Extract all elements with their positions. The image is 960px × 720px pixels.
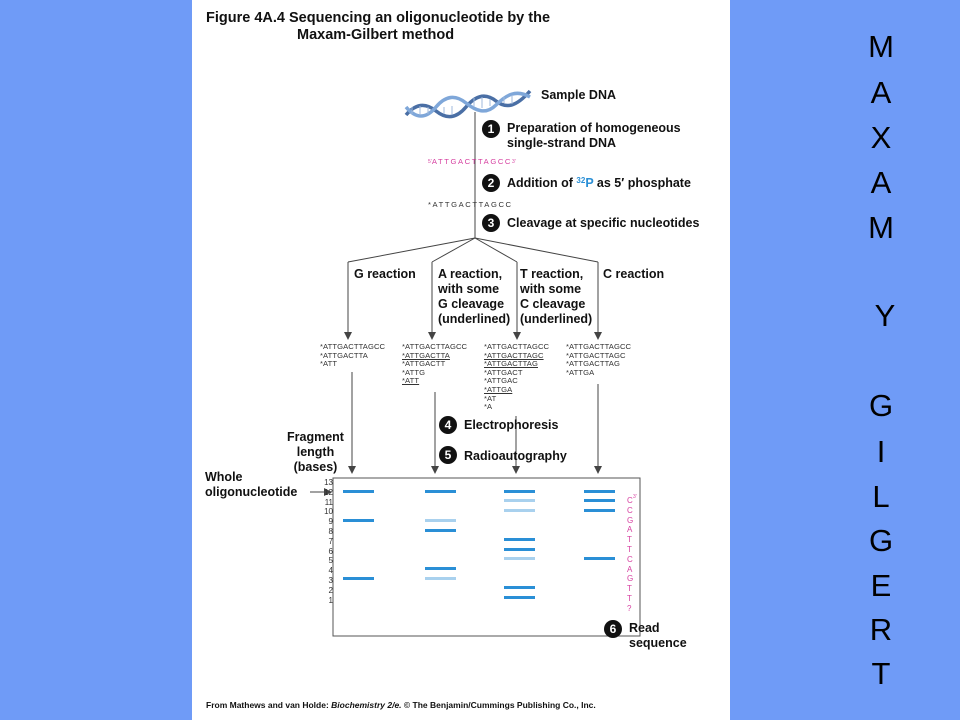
read-base: ? — [627, 604, 633, 614]
band-g-9 — [343, 519, 374, 522]
band-t-10-light — [504, 509, 535, 512]
side-title-letter: R — [864, 614, 898, 645]
credit-line: From Mathews and van Holde: Biochemistry… — [206, 700, 596, 710]
band-g-3 — [343, 577, 374, 580]
step-6-line2: sequence — [629, 636, 687, 651]
side-title-letter: T — [864, 658, 898, 689]
band-t-12 — [504, 490, 535, 493]
figure-panel: Figure 4A.4 Sequencing an oligonucleotid… — [192, 0, 730, 720]
band-a-3-light — [425, 577, 456, 580]
band-a-4 — [425, 567, 456, 570]
band-t-5-light — [504, 557, 535, 560]
read-three-prime: 3′ — [633, 493, 637, 503]
band-g-12 — [343, 490, 374, 493]
side-title-letter: E — [864, 570, 898, 601]
side-title-letter: M — [864, 212, 898, 243]
band-t-2 — [504, 586, 535, 589]
side-title-letter: G — [864, 525, 898, 556]
read-base: G — [627, 574, 633, 584]
read-base: A — [627, 565, 633, 575]
read-base: T — [627, 594, 633, 604]
gel-bands — [192, 0, 730, 720]
side-title-letter: M — [864, 31, 898, 62]
credit-post: © The Benjamin/Cummings Publishing Co., … — [402, 700, 596, 710]
side-title-letter: I — [864, 436, 898, 467]
step-6-line1: Read — [629, 621, 687, 636]
read-base: C — [627, 555, 633, 565]
band-c-10 — [584, 509, 615, 512]
band-t-11-light — [504, 499, 535, 502]
read-sequence-column: 3′ C C G A T T C A G T T ? — [627, 496, 633, 614]
band-c-5 — [584, 557, 615, 560]
band-t-7 — [504, 538, 535, 541]
side-title-letter: A — [864, 167, 898, 198]
side-title-letter: A — [864, 77, 898, 108]
read-base: A — [627, 525, 633, 535]
side-title-letter: Y — [868, 300, 902, 331]
band-a-8 — [425, 529, 456, 532]
band-t-1 — [504, 596, 535, 599]
side-title-letter: X — [864, 122, 898, 153]
step-6-label: Read sequence — [629, 621, 687, 651]
read-base: T — [627, 545, 633, 555]
side-title-letter: G — [864, 390, 898, 421]
step-6-badge: 6 — [604, 620, 622, 638]
credit-pre: From Mathews and van Holde: — [206, 700, 331, 710]
side-title-letter: L — [864, 481, 898, 512]
band-a-12 — [425, 490, 456, 493]
read-base: T — [627, 584, 633, 594]
band-a-9-light — [425, 519, 456, 522]
read-base: T — [627, 535, 633, 545]
read-base: C — [627, 506, 633, 516]
credit-book: Biochemistry 2/e. — [331, 700, 401, 710]
band-c-12 — [584, 490, 615, 493]
band-t-6 — [504, 548, 535, 551]
read-base: G — [627, 516, 633, 526]
band-c-11 — [584, 499, 615, 502]
